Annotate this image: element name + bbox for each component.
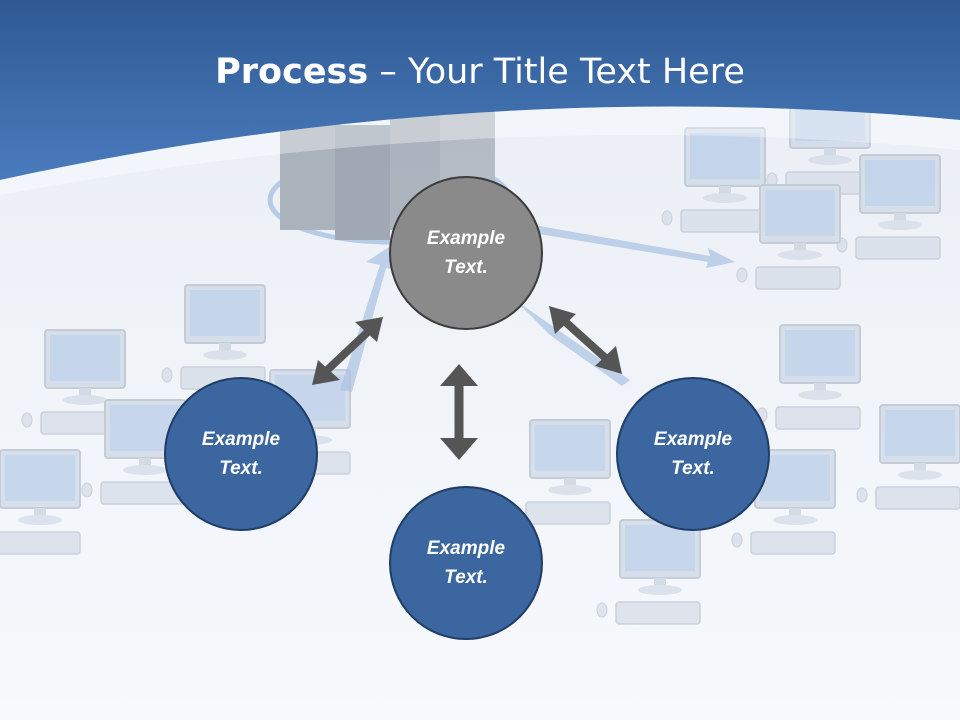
node-top: Example Text. (389, 176, 543, 330)
node-right-label: Example Text. (653, 429, 733, 479)
arrow-top-left (312, 317, 383, 385)
node-left: Example Text. (164, 377, 318, 531)
title-rest: – Your Title Text Here (368, 52, 745, 92)
title-bold: Process (215, 52, 369, 92)
node-top-label: Example Text. (426, 228, 506, 278)
node-left-label: Example Text. (201, 429, 281, 479)
node-bottom-label: Example Text. (426, 538, 506, 588)
node-bottom: Example Text. (389, 486, 543, 640)
arrow-vertical (440, 364, 478, 460)
arrow-top-right (549, 306, 622, 374)
slide-title: Process – Your Title Text Here (0, 52, 960, 92)
node-right: Example Text. (616, 377, 770, 531)
